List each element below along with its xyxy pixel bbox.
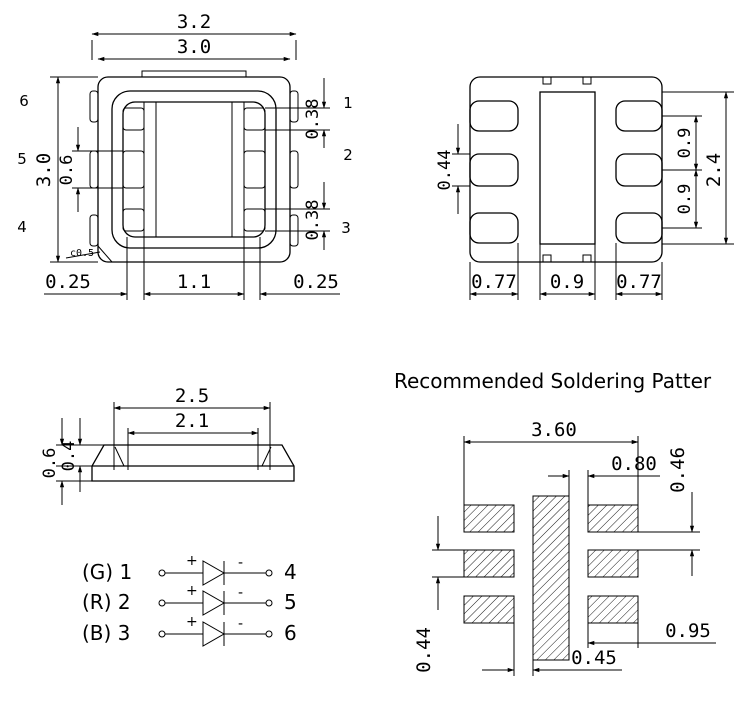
- dim-side-height-lens: 0.4: [59, 441, 79, 472]
- lens-ring-outer: [111, 90, 277, 249]
- svg-text:+: +: [186, 583, 198, 599]
- dim-solder-pad-gap: 0.44: [413, 627, 435, 673]
- dim-solder-pad-width: 0.95: [665, 620, 711, 642]
- solder-pad: [463, 595, 515, 624]
- dim-bottom-pad-left: 0.77: [471, 271, 517, 293]
- dim-bottom-pad-gap: 0.44: [435, 150, 455, 191]
- terminal-in-icon: [158, 569, 166, 577]
- circuit-row-g: (G) 1 + - 4: [82, 553, 297, 586]
- circuit-diagram: (G) 1 + - 4 (R) 2 + - 5 (B) 3: [82, 553, 297, 647]
- terminal-in-icon: [158, 599, 166, 607]
- pin-label-right-mid: 2: [343, 146, 353, 164]
- solder-title: Recommended Soldering Patter: [394, 369, 712, 393]
- dim-side-height-total: 0.6: [40, 448, 60, 479]
- dim-bottom-pad-right: 0.77: [616, 271, 662, 293]
- solder-pad: [463, 549, 515, 578]
- dim-bottom-pitch-top: 0.9: [675, 128, 695, 159]
- svg-text:-: -: [238, 616, 243, 632]
- dim-edge-right: 0.25: [293, 271, 339, 293]
- terminal-out-icon: [265, 630, 273, 638]
- bottom-center-pad: [539, 91, 596, 245]
- svg-text:-: -: [238, 585, 243, 601]
- dim-edge-left: 0.25: [45, 271, 91, 293]
- solder-pad: [587, 549, 639, 578]
- solder-pad: [587, 504, 639, 533]
- circuit-row-label: (B) 3: [82, 621, 130, 645]
- solder-pad: [463, 504, 515, 533]
- circuit-out-label: 5: [284, 590, 297, 614]
- bottom-package-outline: [469, 76, 663, 263]
- dim-width-outer: 3.2: [177, 11, 211, 33]
- side-view: 2.5 2.1 0.6 0.4: [40, 385, 295, 505]
- dim-pad-pitch-a: 0.38: [303, 99, 323, 140]
- dim-height-body: 3.0: [33, 153, 55, 187]
- dim-solder-top-offset: 0.46: [667, 447, 689, 493]
- diode-icon: [202, 560, 226, 586]
- svg-text:-: -: [238, 555, 243, 571]
- dim-bottom-height: 2.4: [703, 153, 725, 187]
- circuit-row-label: (G) 1: [82, 560, 132, 584]
- chamfer-label: c0.5: [70, 248, 94, 259]
- dim-solder-width: 3.60: [531, 419, 577, 441]
- dim-bottom-pitch-bottom: 0.9: [675, 184, 695, 215]
- dim-solder-pad-to-center: 0.80: [611, 453, 657, 475]
- dim-pad-height: 0.6: [57, 155, 77, 186]
- circuit-out-label: 6: [284, 621, 297, 645]
- dim-width-body: 3.0: [177, 36, 211, 58]
- dim-solder-center-width: 0.45: [571, 647, 617, 669]
- top-view: 3.2 3.0 c0.5: [17, 11, 353, 300]
- dim-side-length-total: 2.5: [175, 385, 209, 407]
- terminal-out-icon: [265, 599, 273, 607]
- terminal-out-icon: [265, 569, 273, 577]
- dim-bottom-center: 0.9: [550, 271, 584, 293]
- pin-label-left-bottom: 4: [17, 218, 27, 236]
- solder-center-pad: [532, 495, 570, 661]
- svg-text:+: +: [186, 614, 198, 630]
- pin-label-right-top: 1: [343, 94, 353, 112]
- bottom-view: 0.44 0.9 0.9 2.4 0.77 0.9 0.77: [435, 76, 734, 300]
- top-tab: [141, 70, 247, 78]
- pin-label-left-top: 6: [19, 92, 29, 110]
- terminal-in-icon: [158, 630, 166, 638]
- dim-side-length-top: 2.1: [175, 410, 209, 432]
- solder-pad: [587, 595, 639, 624]
- circuit-row-b: (B) 3 + - 6: [82, 614, 297, 647]
- solder-pattern: Recommended Soldering Patter 3.60 0.80 0…: [394, 369, 716, 676]
- pin-label-right-bottom: 3: [341, 219, 351, 237]
- circuit-row-r: (R) 2 + - 5: [82, 583, 297, 616]
- circuit-row-label: (R) 2: [82, 590, 131, 614]
- diode-icon: [202, 621, 226, 647]
- diode-icon: [202, 590, 226, 616]
- svg-text:+: +: [186, 553, 198, 569]
- pin-label-left-mid: 5: [17, 150, 27, 168]
- dim-pad-pitch-b: 0.38: [303, 200, 323, 241]
- circuit-out-label: 4: [284, 560, 297, 584]
- dim-center-width: 1.1: [177, 271, 211, 293]
